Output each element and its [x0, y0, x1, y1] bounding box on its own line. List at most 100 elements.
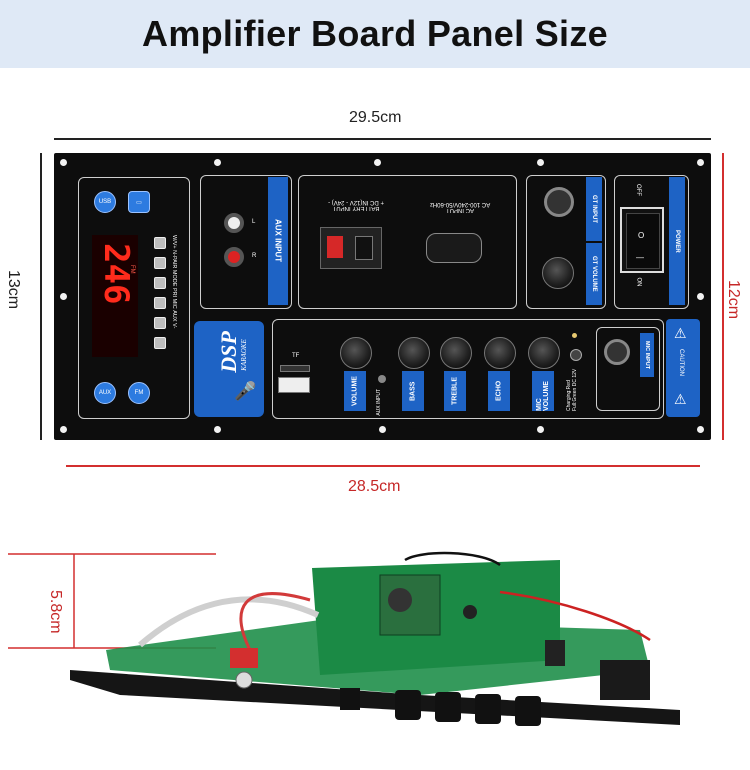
aux-label: AUX — [98, 390, 112, 396]
battery-negative — [355, 236, 373, 260]
battery-input-text: BATTERY INPUT + DC IN(12V - 24V) - — [316, 199, 396, 211]
screw — [697, 293, 704, 300]
top-width-label: 29.5cm — [349, 109, 402, 126]
mode-button[interactable] — [154, 277, 166, 289]
ac-input-spec: AC 100-240V/50-60Hz — [429, 201, 491, 207]
aux-input-tab: AUX INPUT — [268, 177, 288, 305]
control-box — [78, 177, 190, 419]
battery-input-label: BATTERY INPUT — [332, 205, 380, 211]
echo-label: ECHO — [488, 371, 510, 411]
right-height-line — [722, 153, 724, 440]
page-title: Amplifier Board Panel Size — [142, 13, 608, 54]
rca-jack-red[interactable] — [224, 247, 244, 267]
rca-jack-white[interactable] — [224, 213, 244, 233]
battery-terminal[interactable] — [320, 227, 382, 269]
left-height-label: 13cm — [5, 270, 22, 310]
screw — [697, 159, 704, 166]
switch-off-mark: O — [638, 231, 645, 240]
screw — [214, 159, 221, 166]
led-display: 246 FM — [92, 235, 138, 357]
tf-slot[interactable] — [280, 365, 310, 372]
aux-mini-jack[interactable] — [378, 375, 386, 383]
right-height-label: 12cm — [725, 280, 742, 320]
bottom-width-line — [66, 465, 700, 467]
display-unit: FM — [129, 265, 135, 274]
dsp-text: DSP — [215, 331, 241, 373]
mode-button[interactable] — [154, 317, 166, 329]
title-banner: Amplifier Board Panel Size — [0, 0, 750, 68]
bass-knob[interactable] — [398, 337, 430, 369]
bass-label: BASS — [402, 371, 424, 411]
top-width-line — [54, 138, 711, 140]
mic-volume-label: MIC VOLUME — [532, 371, 554, 411]
screw — [379, 426, 386, 433]
gt-box — [526, 175, 606, 309]
mode-button[interactable] — [154, 297, 166, 309]
aux-l-label: L — [252, 219, 256, 225]
fm-label: FM — [134, 390, 144, 396]
bottom-width-label: 28.5cm — [348, 478, 401, 495]
aux-input-box — [200, 175, 292, 309]
screw — [537, 426, 544, 433]
folder-button[interactable]: ▭ — [128, 191, 150, 213]
battery-input-spec: + DC IN(12V - 24V) - — [328, 199, 384, 205]
folder-icon: ▭ — [136, 199, 142, 206]
mode-button[interactable] — [154, 237, 166, 249]
aux-input-small-label: AUX INPUT — [376, 389, 382, 416]
gt-volume-tab: GT VOLUME — [586, 243, 602, 305]
mic-input-box — [596, 327, 660, 411]
charging-note: Charging:Red Full:Green DC 12V — [566, 368, 578, 411]
dsp-logo: DSP KARAOKE 🎤 — [194, 321, 264, 417]
treble-label: TREBLE — [444, 371, 466, 411]
power-tab: POWER — [669, 177, 685, 305]
screw — [60, 426, 67, 433]
display-digits: 246 — [96, 243, 136, 305]
usb-label: USB — [98, 199, 112, 205]
battery-positive — [327, 236, 343, 258]
depth-label: 5.8cm — [47, 590, 64, 634]
aux-button[interactable]: AUX — [94, 382, 116, 404]
warning-triangle-icon: ⚠ — [674, 391, 687, 407]
mic-volume-knob[interactable] — [528, 337, 560, 369]
usb-button[interactable]: USB — [94, 191, 116, 213]
mode-button[interactable] — [154, 257, 166, 269]
warning-triangle-icon: ⚠ — [674, 325, 687, 341]
fm-button[interactable]: FM — [128, 382, 150, 404]
power-input-box — [298, 175, 517, 309]
ac-input-label: AC INPUT — [446, 207, 475, 213]
gt-input-tab: GT INPUT — [586, 177, 602, 241]
usb-port[interactable] — [278, 377, 310, 393]
mic-jack[interactable] — [604, 339, 630, 365]
caution-sticker: ⚠ CAUTION ⚠ — [666, 319, 700, 417]
side-view-photo: 5.8cm — [0, 520, 750, 765]
screw — [60, 159, 67, 166]
gt-volume-knob[interactable] — [542, 257, 574, 289]
power-switch[interactable]: O — — [620, 207, 664, 273]
mode-button[interactable] — [154, 337, 166, 349]
power-box — [614, 175, 689, 309]
charging-led — [572, 333, 577, 338]
volume-label: VOLUME — [344, 371, 366, 411]
tf-label: TF — [292, 353, 300, 359]
button-labels: W/V+ N-PAIR MODE PRI MIC AUX V- — [171, 235, 177, 329]
bottom-controls-box — [272, 319, 664, 419]
ac-socket[interactable] — [426, 233, 482, 263]
screw — [60, 293, 67, 300]
treble-knob[interactable] — [440, 337, 472, 369]
amplifier-panel: USB ▭ AUX FM 246 FM W/V+ N-PAIR MODE PRI… — [54, 153, 711, 440]
screw — [214, 426, 221, 433]
screw — [374, 159, 381, 166]
microphone-icon: 🎤 — [234, 381, 257, 401]
power-on-label: ON — [635, 277, 642, 287]
power-off-label: OFF — [635, 184, 641, 196]
volume-knob[interactable] — [340, 337, 372, 369]
dc-jack[interactable] — [570, 349, 582, 361]
screw — [537, 159, 544, 166]
aux-r-label: R — [252, 253, 257, 259]
side-view-illustration — [8, 551, 680, 726]
caution-label: CAUTION — [678, 349, 684, 376]
screw — [697, 426, 704, 433]
mic-input-tab: MIC INPUT — [640, 333, 654, 377]
echo-knob[interactable] — [484, 337, 516, 369]
gt-jack[interactable] — [544, 187, 574, 217]
